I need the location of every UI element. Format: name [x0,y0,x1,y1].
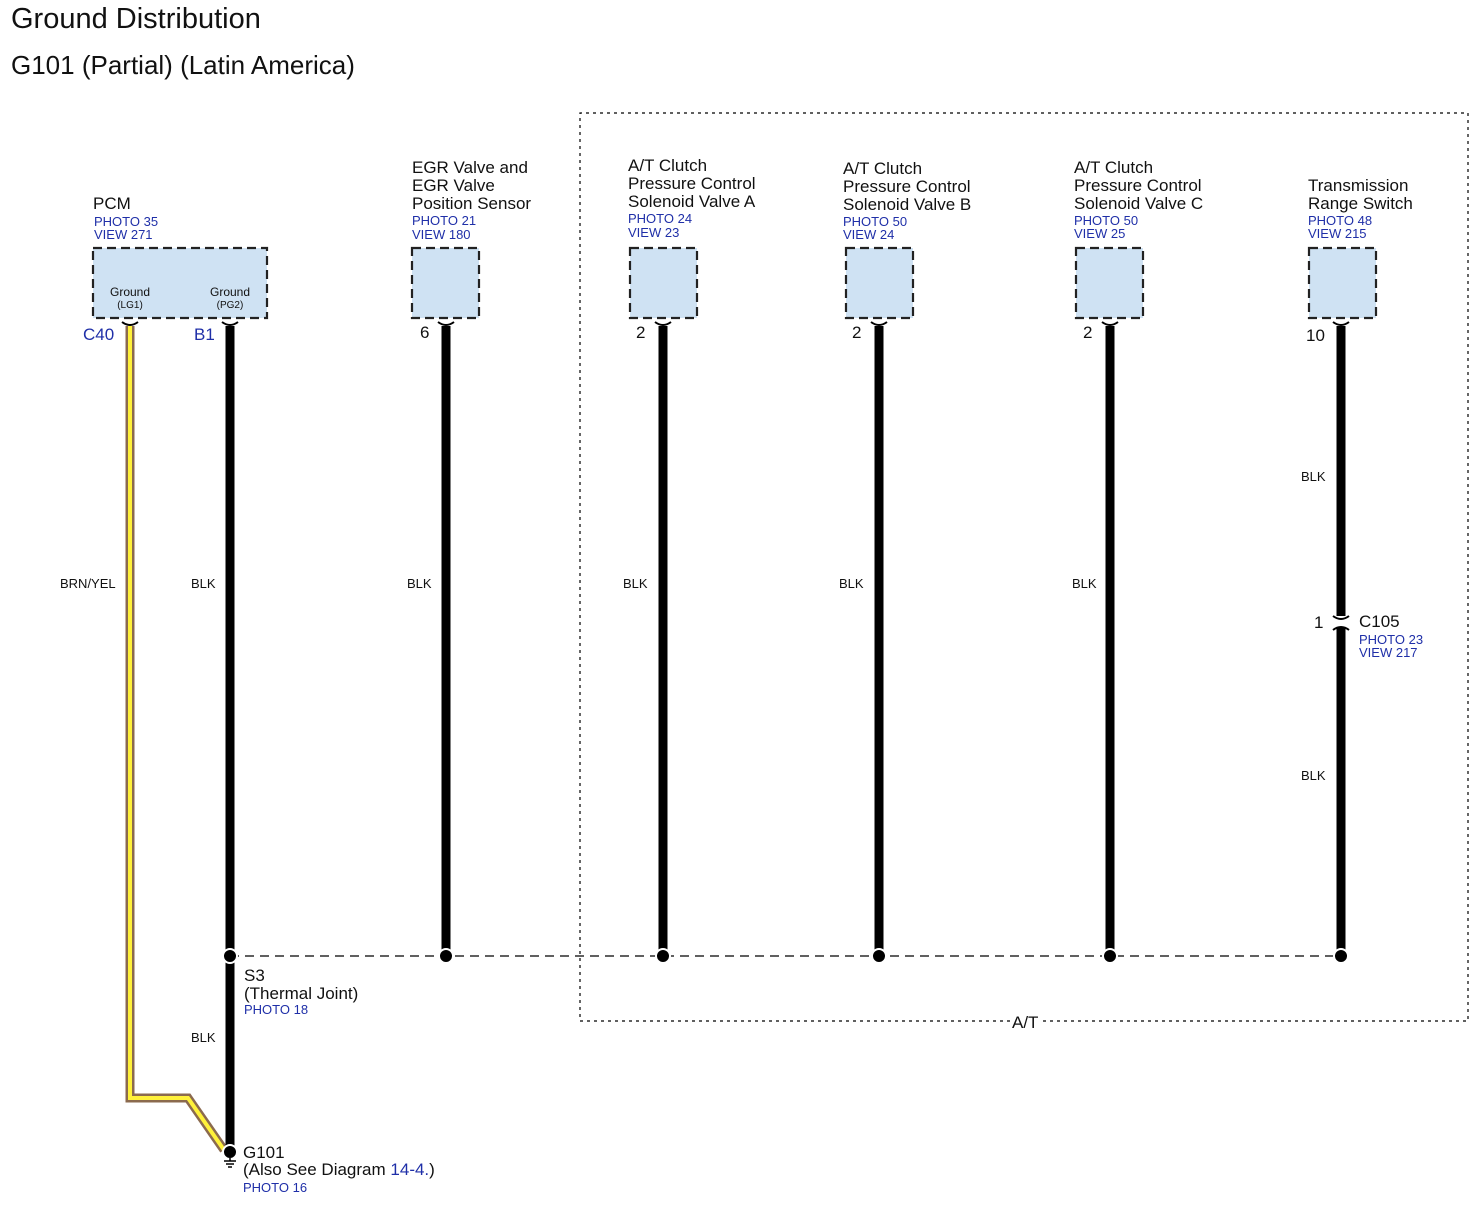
trs-box[interactable] [1307,246,1378,320]
valve-b-view-link[interactable]: VIEW 24 [843,227,895,242]
pcm-label: PCM [93,194,131,213]
diagram-14-4-link[interactable]: 14-4. [390,1160,430,1179]
pcm-box[interactable] [91,246,269,320]
c105-view-link[interactable]: VIEW 217 [1359,645,1418,660]
valve-c-pin-label: 2 [1083,323,1093,342]
wire-label-blk-trs-upper: BLK [1301,469,1326,484]
valve-a-pin-label: 2 [636,323,646,342]
c105-photo-link[interactable]: PHOTO 23 [1359,632,1424,647]
wire-brn-yel-core [128,326,226,1152]
pin-terminal-valve-b [870,321,888,326]
c105-label: C105 [1359,612,1400,631]
pin-b1-label: B1 [194,325,215,344]
egr-photo-link[interactable]: PHOTO 21 [412,213,477,228]
wire-brn-yel[interactable] [125,326,228,1153]
splice-dot-s3 [222,948,238,964]
pin-terminal-trs [1332,321,1350,326]
splice-s3-label: S3 [244,966,265,985]
valve-c-box[interactable] [1074,246,1145,320]
wire-label-blk-trs-lower: BLK [1301,768,1326,783]
splice-dot-valve-b [871,948,887,964]
wire-label-blk-valve-c: BLK [1072,576,1097,591]
valve-a-photo-link[interactable]: PHOTO 24 [628,211,693,226]
valve-b-pin-label: 2 [852,323,862,342]
valve-c-view-link[interactable]: VIEW 25 [1074,226,1126,241]
egr-box[interactable] [410,246,481,320]
trs-label-line1: Transmission [1308,176,1409,195]
splice-dot-egr [438,948,454,964]
valve-a-label-line3: Solenoid Valve A [628,192,756,211]
valve-a-label-line1: A/T Clutch [628,156,708,175]
pin-terminal-b1 [221,321,239,326]
at-region-border [579,112,1469,1022]
ground-see-diagram: (Also See Diagram 14-4.) [243,1161,435,1178]
trs-view-link[interactable]: VIEW 215 [1308,226,1367,241]
valve-a-label-line2: Pressure Control [628,174,756,193]
pin-c40-label: C40 [83,325,115,344]
pcm-view-link[interactable]: VIEW 271 [94,227,153,242]
egr-pin-label: 6 [420,323,430,342]
valve-b-photo-link[interactable]: PHOTO 50 [843,214,908,229]
valve-c-label-line2: Pressure Control [1074,176,1202,195]
valve-b-label-line1: A/T Clutch [843,159,923,178]
ground-g101-dot [222,1144,238,1160]
wire-label-blk-egr: BLK [407,576,432,591]
trs-photo-link[interactable]: PHOTO 48 [1308,213,1373,228]
splice-dot-trs [1333,948,1349,964]
at-region-label: A/T [1012,1013,1039,1032]
valve-c-photo-link[interactable]: PHOTO 50 [1074,213,1139,228]
valve-b-box[interactable] [844,246,915,320]
splice-dot-valve-c [1102,948,1118,964]
egr-view-link[interactable]: VIEW 180 [412,227,471,242]
c105-connector-top [1332,615,1350,620]
egr-label-line3: Position Sensor [412,194,532,213]
valve-c-label-line3: Solenoid Valve C [1074,194,1204,213]
wire-label-blk-valve-a: BLK [623,576,648,591]
pcm-term1-label: Ground [109,285,151,299]
wire-label-blk-valve-b: BLK [839,576,864,591]
egr-label-line2: EGR Valve [412,176,495,195]
ground-see-suffix: ) [429,1160,435,1179]
valve-c-label-line1: A/T Clutch [1074,158,1154,177]
trs-label-line2: Range Switch [1308,194,1413,213]
pin-terminal-valve-a [654,321,672,326]
ground-g101-label: G101 [243,1143,285,1162]
pcm-term2-sub: (PG2) [216,300,244,311]
pin-terminal-c40 [121,321,139,326]
valve-b-label-line3: Solenoid Valve B [843,195,972,214]
ground-see-prefix: (Also See Diagram [243,1160,386,1179]
egr-label-line1: EGR Valve and [412,158,528,177]
ground-photo-link[interactable]: PHOTO 16 [243,1180,308,1195]
splice-dot-valve-a [655,948,671,964]
valve-a-box[interactable] [628,246,699,320]
valve-a-view-link[interactable]: VIEW 23 [628,225,680,240]
splice-s3-desc: (Thermal Joint) [244,984,359,1003]
pin-terminal-egr [437,321,455,326]
pcm-photo-link[interactable]: PHOTO 35 [94,214,159,229]
splice-s3-photo-link[interactable]: PHOTO 18 [244,1002,309,1017]
page-title: Ground Distribution [11,3,261,35]
wire-label-blk-ground: BLK [191,1030,216,1045]
trs-pin-label: 10 [1306,326,1325,345]
pcm-term2-label: Ground [209,285,251,299]
pin-terminal-valve-c [1101,321,1119,326]
wire-label-brn-yel: BRN/YEL [60,576,116,591]
page-subtitle: G101 (Partial) (Latin America) [11,50,355,80]
c105-pin-label: 1 [1314,613,1324,632]
ground-symbol-icon [224,1158,236,1168]
wire-label-blk-b1: BLK [191,576,216,591]
c105-connector-bottom [1332,626,1350,631]
pcm-term1-sub: (LG1) [117,300,143,311]
valve-b-label-line2: Pressure Control [843,177,971,196]
